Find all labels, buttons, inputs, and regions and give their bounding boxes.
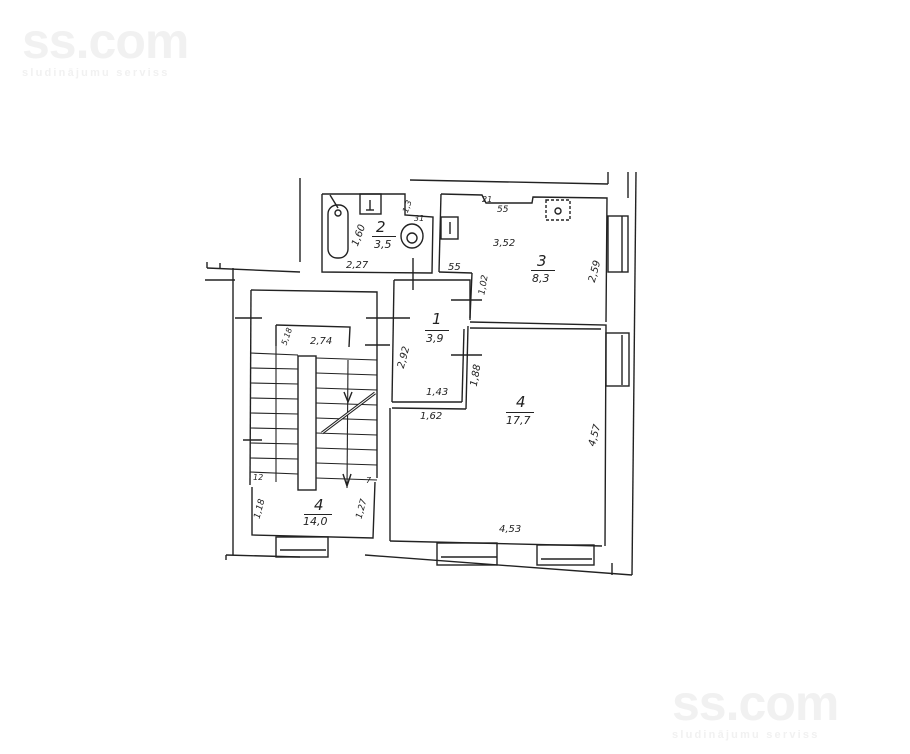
outer-walls: [205, 171, 637, 576]
dim-hall-bottom-inner: 1,43: [426, 387, 449, 398]
dim-stair-width: 2,74: [310, 336, 333, 347]
watermark-bottom-right: ss.com sludinājumu serviss: [672, 675, 839, 741]
dim-bath-small-b: 31: [414, 214, 425, 223]
room-3-number: 3: [537, 252, 547, 270]
room-4-living-number: 4: [516, 393, 526, 411]
room-4-living-divider: [506, 412, 534, 413]
room-4-stair-divider: [304, 514, 332, 515]
toilet-icon: [400, 223, 424, 249]
room-1-number: 1: [432, 310, 442, 328]
dim-kitchen-width: 3,52: [493, 238, 516, 249]
stair-steps-right: [315, 357, 378, 489]
counter-icon: [440, 216, 459, 240]
room-4-living-area: 17,7: [506, 414, 531, 427]
arrow-down-icon: [342, 473, 352, 489]
dim-bath-width: 2,27: [346, 260, 369, 271]
window-living-bottom-1-icon: [436, 542, 498, 566]
room-1-divider: [425, 330, 449, 331]
dim-stair-7: 7: [366, 476, 372, 485]
dim-stair-12: 12: [253, 473, 264, 482]
sink-icon: [359, 193, 382, 215]
window-kitchen-icon: [607, 215, 629, 273]
stair-core-icon: [297, 355, 317, 491]
stove-icon: [545, 199, 571, 221]
room-2-number: 2: [376, 218, 386, 236]
bathtub-icon: [327, 204, 349, 259]
room-4-stair-area: 14,0: [303, 515, 328, 528]
room-4-stairwell: [235, 289, 390, 558]
watermark-tagline: sludinājumu serviss: [22, 67, 170, 79]
room-3-divider: [531, 270, 555, 271]
room-2-bathroom: [321, 193, 434, 290]
window-living-side-icon: [605, 332, 630, 387]
window-living-bottom-2-icon: [536, 544, 595, 566]
room-3-kitchen: [438, 193, 629, 323]
room-3-area: 8,3: [532, 272, 550, 285]
room-4-stair-number: 4: [314, 496, 324, 514]
dim-hall-bottom-outer: 1,62: [420, 411, 443, 422]
watermark-tagline: sludinājumu serviss: [672, 729, 820, 741]
arrow-down-icon: [343, 391, 353, 404]
dim-living-width: 4,53: [499, 524, 522, 535]
dim-kitchen-left: 55: [448, 262, 461, 273]
watermark-brand: ss.com: [672, 675, 839, 731]
window-stair-icon: [275, 536, 329, 558]
dim-kitchen-corner: 21: [482, 195, 493, 204]
watermark-brand: ss.com: [22, 13, 189, 69]
room-2-area: 3,5: [374, 238, 392, 251]
drain-icon: [334, 209, 342, 217]
room-1-area: 3,9: [426, 332, 444, 345]
room-2-divider: [372, 236, 396, 237]
watermark-top-left: ss.com sludinājumu serviss: [22, 13, 189, 79]
room-1-hall: [366, 279, 482, 410]
room-4-living: [389, 321, 630, 566]
stair-steps-left: [249, 346, 299, 482]
dim-kitchen-top: 55: [497, 205, 509, 215]
